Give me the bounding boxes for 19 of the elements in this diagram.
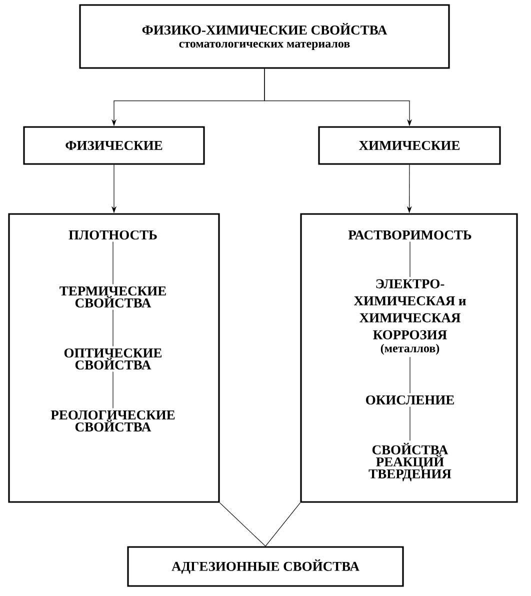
category-box: ХИМИЧЕСКИЕ [318, 126, 501, 165]
property-label: СВОЙСТВА РЕАКЦИЙ ТВЕРДЕНИЯ [368, 442, 452, 482]
title-box: ФИЗИКО-ХИМИЧЕСКИЕ СВОЙСТВА стоматологических материалов [79, 4, 450, 69]
property-label: ЭЛЕКТРО- ХИМИЧЕСКАЯ и ХИМИЧЕСКАЯ КОРРОЗИЯ (металлов) [354, 279, 466, 355]
category-box: ФИЗИЧЕСКИЕ [23, 126, 205, 165]
connector-line [112, 309, 114, 347]
property-label: ОПТИЧЕСКИЕ СВОЙСТВА [64, 348, 162, 370]
property-label: РЕОЛОГИЧЕСКИЕ СВОЙСТВА [50, 410, 175, 432]
connector-line [112, 241, 114, 285]
connector-line [220, 502, 266, 546]
group-box [300, 213, 518, 503]
result-box: АДГЕЗИОННЫЕ СВОЙСТВА [127, 546, 404, 587]
property-label: РАСТВОРИМОСТЬ [348, 230, 472, 240]
property-label: ПЛОТНОСТЬ [68, 230, 157, 240]
group-box [8, 213, 220, 503]
property-label: ОКИСЛЕНИЕ [366, 395, 454, 405]
property-label: ТЕРМИЧЕСКИЕ СВОЙСТВА [60, 286, 166, 308]
connector-line [112, 371, 114, 409]
connector-line [265, 502, 300, 546]
